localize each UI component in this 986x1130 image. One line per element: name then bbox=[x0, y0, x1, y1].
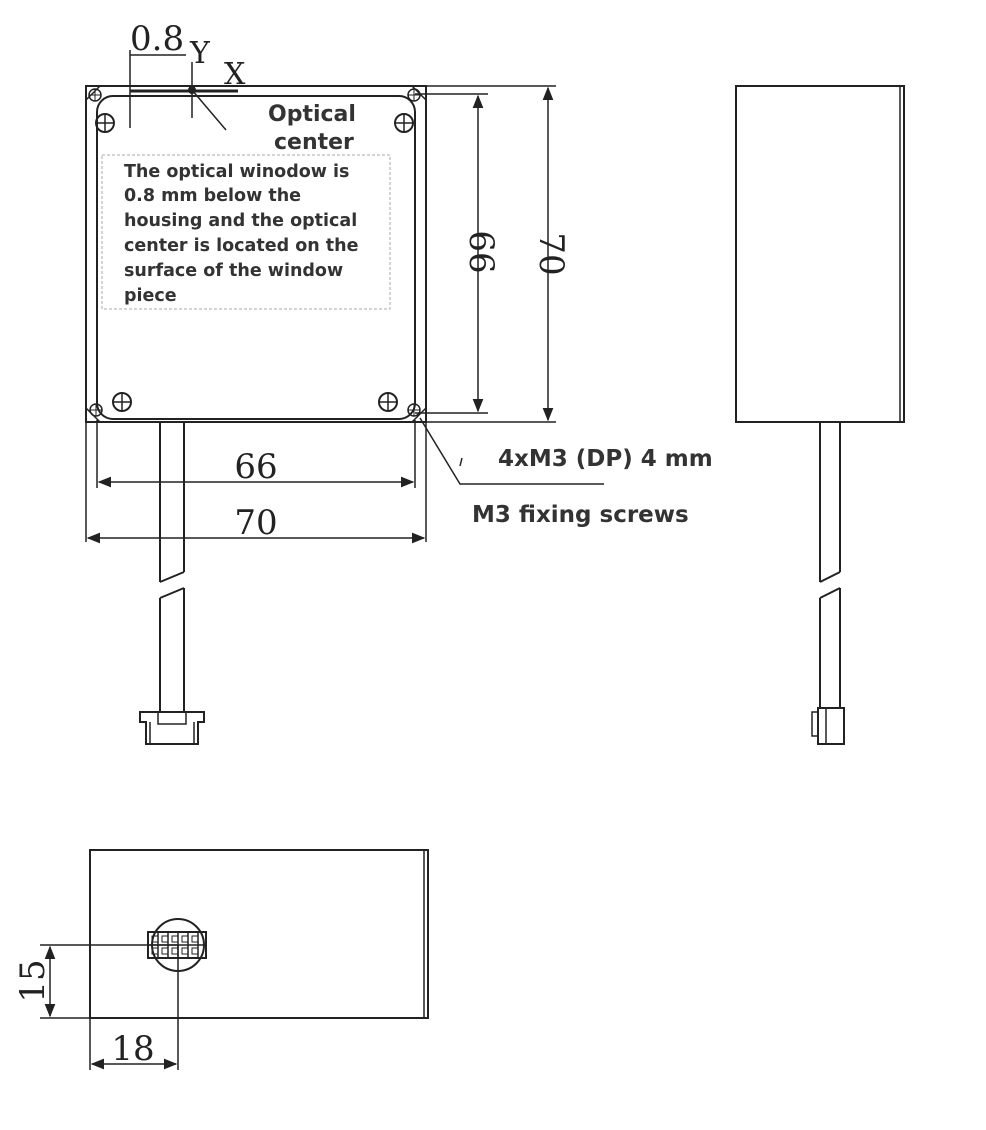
corner-hole bbox=[407, 88, 421, 102]
bottom-view: 15 18 bbox=[13, 849, 429, 1070]
note-line: center is located on the bbox=[124, 236, 359, 256]
optical-center-label-1: Optical bbox=[268, 102, 356, 127]
dim-inner-width: 66 bbox=[234, 447, 277, 487]
housing-outer bbox=[85, 85, 427, 423]
dim-connector-height: 15 bbox=[13, 959, 53, 1002]
dim-connector-offset: 18 bbox=[111, 1029, 154, 1069]
fixing-screw bbox=[112, 392, 132, 412]
side-view bbox=[735, 85, 905, 745]
note-line: housing and the optical bbox=[124, 211, 357, 231]
fixing-screw bbox=[394, 113, 414, 133]
note-line: surface of the window bbox=[124, 261, 343, 281]
window-frame bbox=[96, 95, 416, 420]
corner-hole bbox=[89, 403, 103, 417]
note-line: The optical winodow is bbox=[124, 162, 349, 182]
note-line: piece bbox=[124, 286, 177, 306]
fixing-screw bbox=[378, 392, 398, 412]
cable bbox=[159, 422, 185, 712]
axis-x-label: X bbox=[224, 57, 246, 92]
note-text: The optical winodow is 0.8 mm below the … bbox=[124, 162, 359, 306]
dim-window-offset: 0.8 bbox=[130, 19, 184, 59]
dim-inner-height: 66 bbox=[461, 230, 501, 273]
dim-outer-width: 70 bbox=[234, 503, 277, 543]
note-box bbox=[101, 154, 391, 310]
fixing-screw bbox=[95, 113, 115, 133]
bottom-housing bbox=[89, 849, 429, 1019]
corner-hole bbox=[88, 88, 102, 102]
optical-center-label-2: center bbox=[274, 130, 354, 155]
holes-label: 4xM3 (DP) 4 mm bbox=[498, 446, 713, 472]
note-line: 0.8 mm below the bbox=[124, 186, 301, 206]
screws-label: M3 fixing screws bbox=[472, 502, 689, 528]
axis-y-label: Y bbox=[189, 36, 211, 71]
side-housing bbox=[735, 85, 905, 423]
cable-connector bbox=[139, 711, 205, 745]
side-connector bbox=[811, 707, 845, 745]
side-cable bbox=[819, 422, 841, 708]
corner-hole bbox=[407, 403, 421, 417]
front-view: 0.8 Y X Optical center The optical winod… bbox=[85, 19, 713, 745]
dim-outer-height: 70 bbox=[531, 232, 571, 275]
